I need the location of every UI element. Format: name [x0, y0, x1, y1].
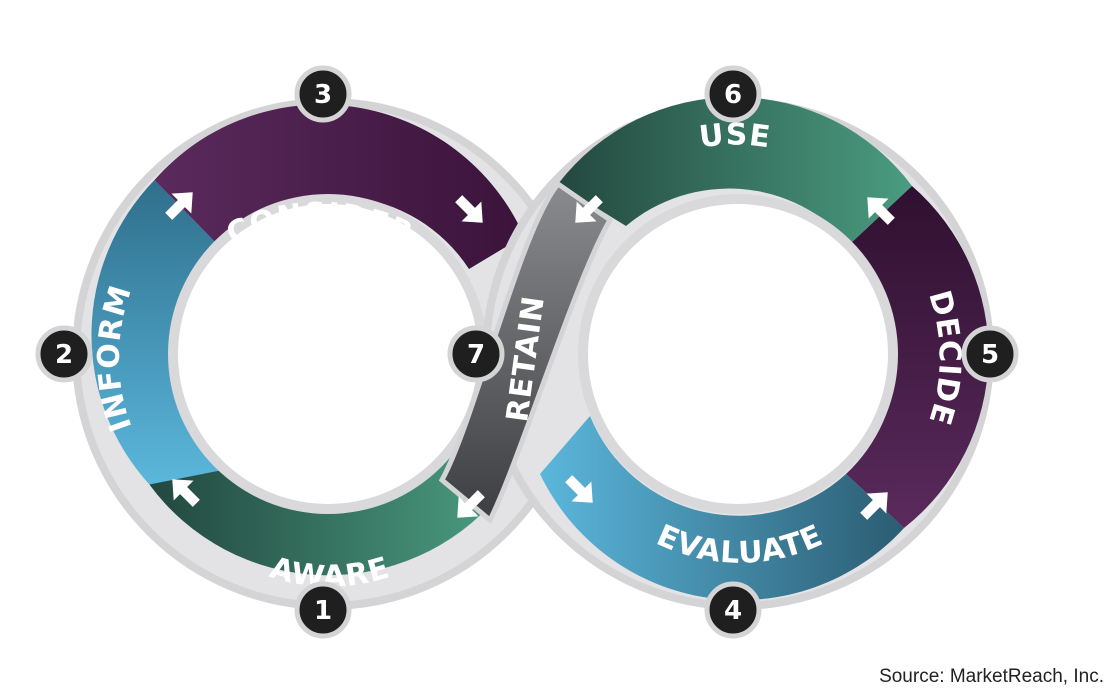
badge-6: 6 — [704, 65, 762, 123]
left-loop-center — [178, 204, 478, 504]
badge-1: 1 — [294, 581, 352, 639]
label-use: USE — [697, 117, 773, 155]
badge-5: 5 — [961, 325, 1019, 383]
badge-number: 6 — [724, 80, 742, 110]
badge-number: 7 — [467, 340, 485, 370]
direction-arrows — [165, 192, 895, 520]
segment-inform — [91, 180, 223, 485]
segment-use — [558, 96, 912, 245]
right-loop — [482, 96, 994, 610]
badge-number: 2 — [55, 340, 73, 370]
retain-band — [438, 180, 614, 524]
arrow-icon — [860, 492, 888, 520]
badge-2: 2 — [35, 325, 93, 383]
arrow-icon — [165, 192, 193, 220]
segment-retain — [438, 180, 614, 524]
arrow-icon — [867, 197, 895, 225]
badge-number: 1 — [314, 596, 332, 626]
badge-3: 3 — [294, 65, 352, 123]
badge-number: 4 — [724, 596, 742, 626]
stage-badges: 1 2 3 4 5 6 7 — [35, 65, 1019, 639]
badge-4: 4 — [704, 581, 762, 639]
arrow-icon — [455, 195, 483, 223]
right-loop-center — [588, 204, 888, 504]
segment-consider — [154, 104, 524, 269]
arrow-icon — [172, 479, 200, 507]
arrow-icon — [575, 195, 603, 223]
badge-7: 7 — [447, 325, 505, 383]
arrow-icon — [565, 475, 593, 503]
source-caption: Source: MarketReach, Inc. — [879, 666, 1104, 687]
arrow-icon — [457, 490, 485, 518]
badge-number: 3 — [314, 80, 332, 110]
segment-decide — [846, 186, 989, 528]
segment-evaluate — [540, 416, 904, 601]
badge-number: 5 — [981, 340, 999, 370]
